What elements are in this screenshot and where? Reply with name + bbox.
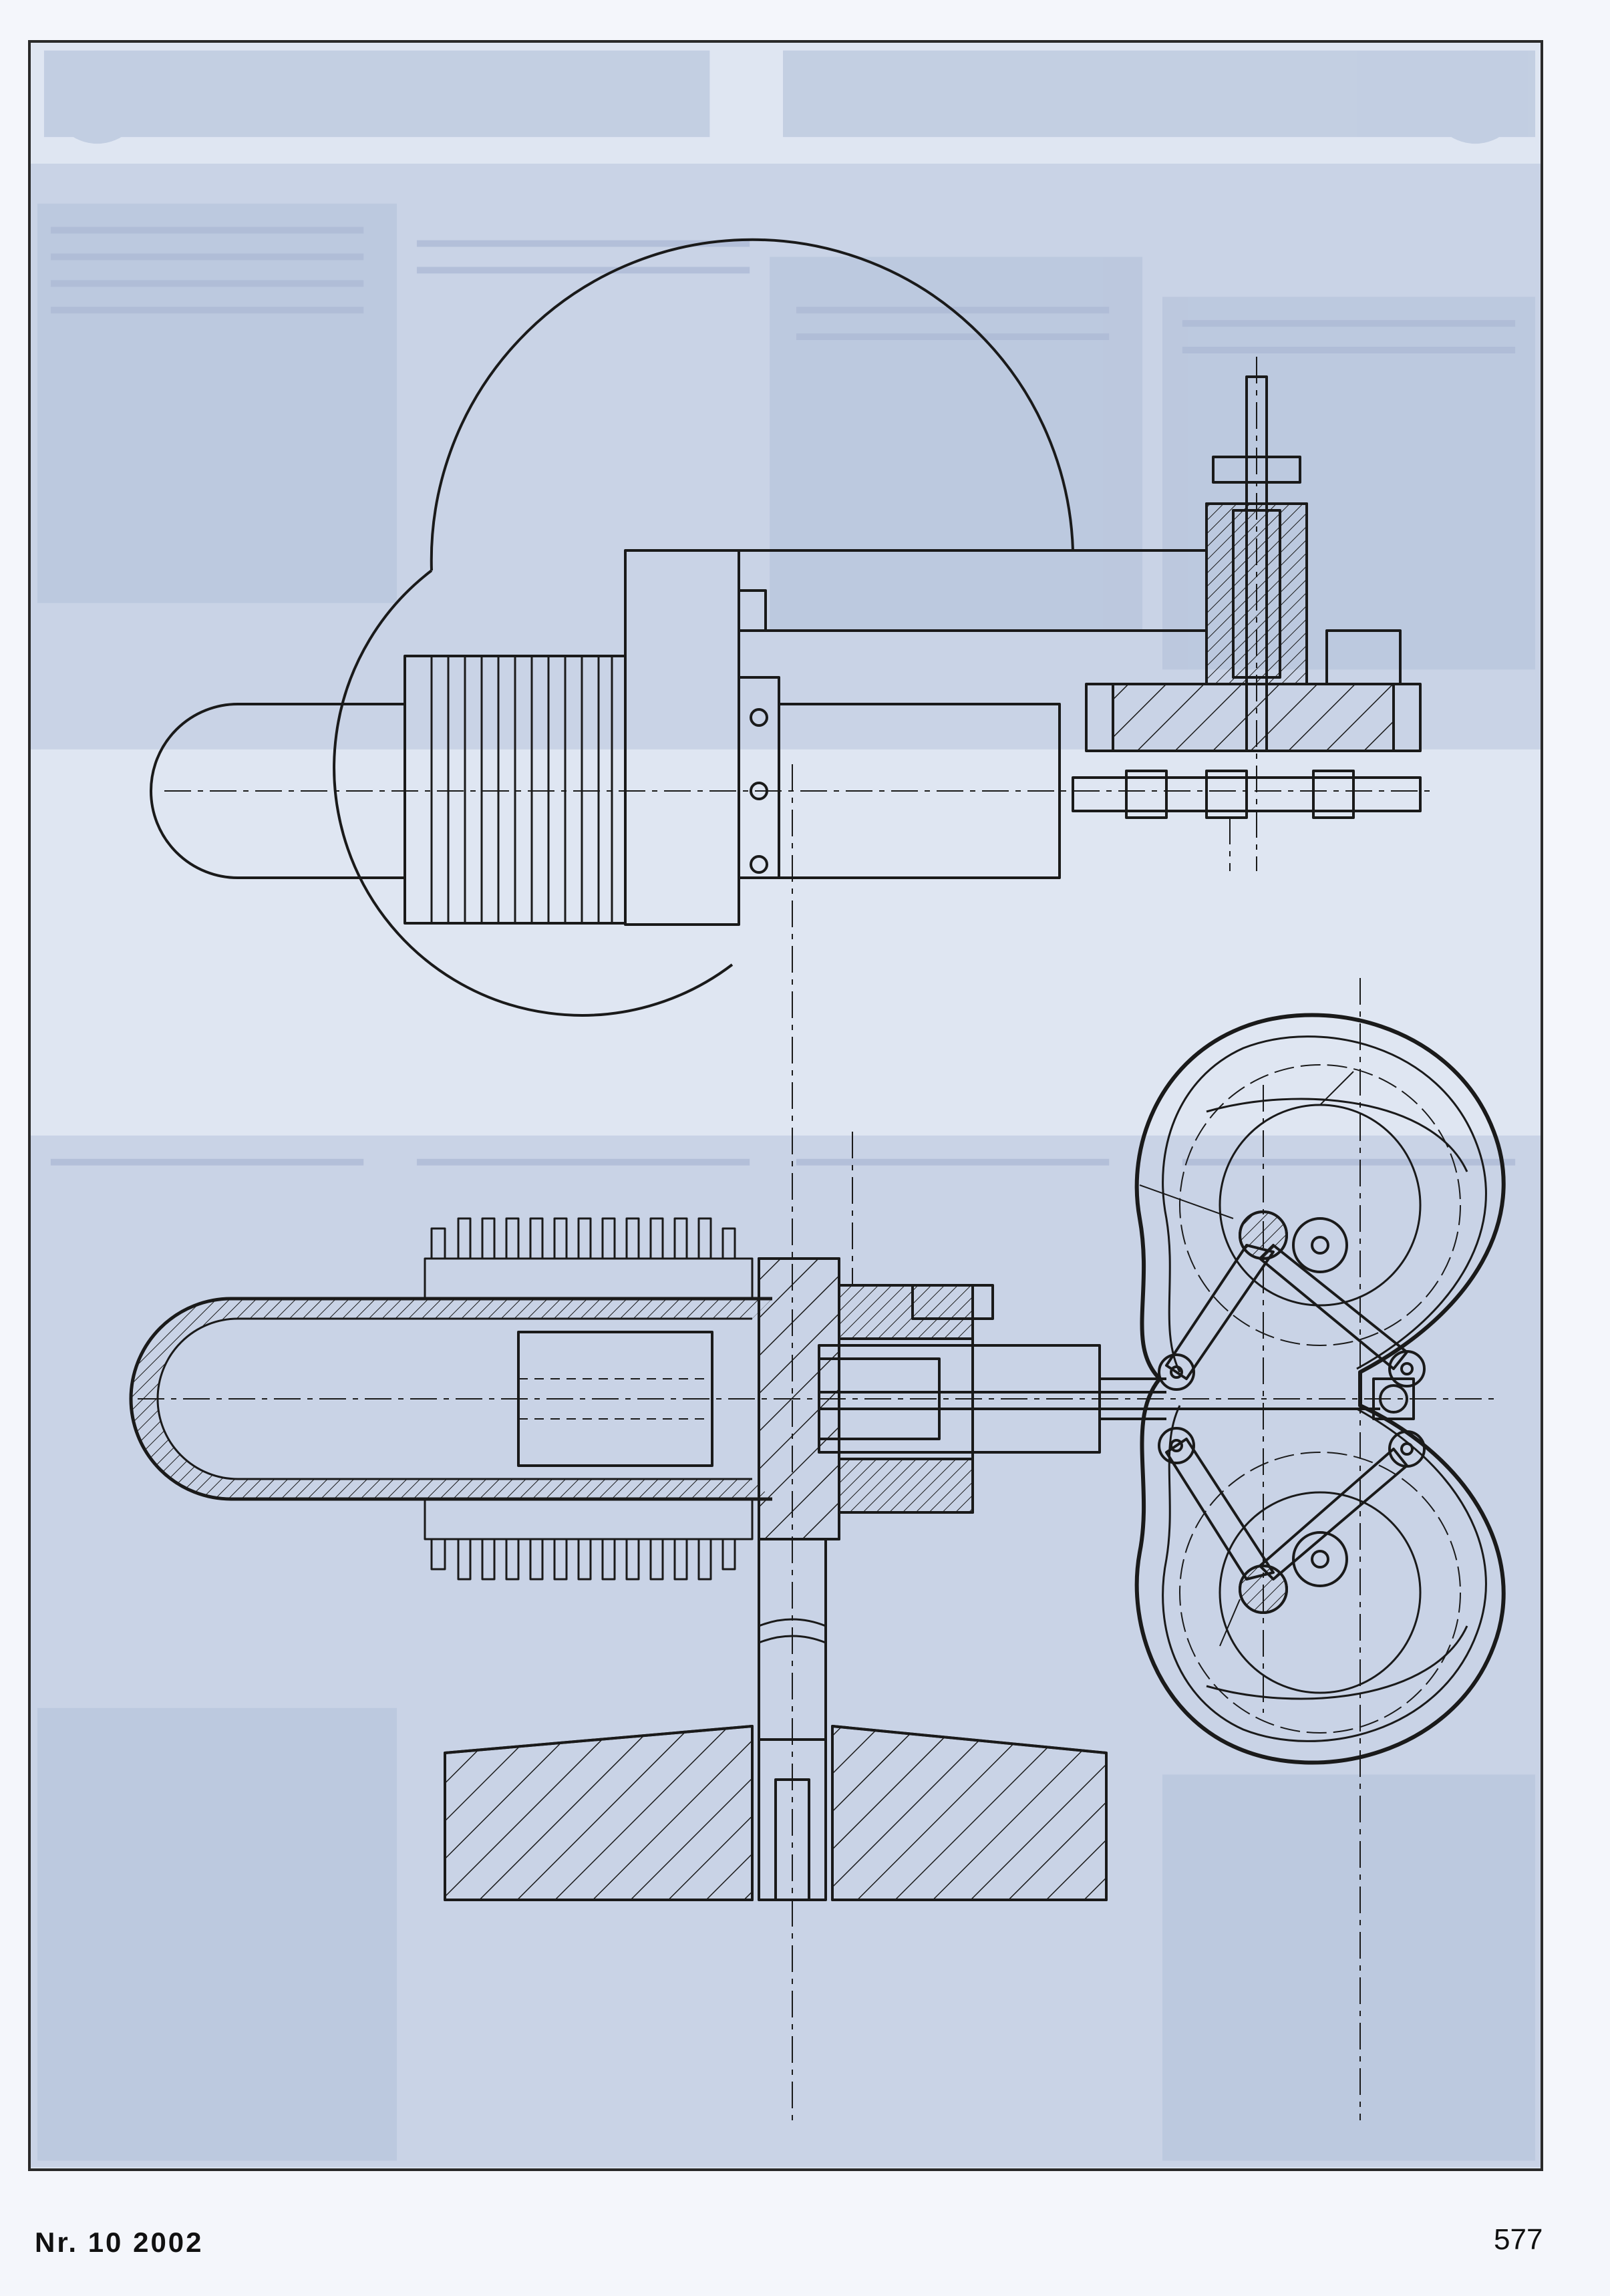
cooling-fins-top xyxy=(430,656,613,923)
page-number: 577 xyxy=(1494,2223,1543,2256)
stirling-engine-drawing xyxy=(129,238,1506,2120)
front-section-view xyxy=(129,764,1506,2120)
top-view xyxy=(150,238,1434,1017)
cooling-fins-section xyxy=(424,1217,754,1581)
technical-drawing-frame xyxy=(28,40,1543,2171)
issue-label: Nr. 10 2002 xyxy=(35,2227,204,2258)
